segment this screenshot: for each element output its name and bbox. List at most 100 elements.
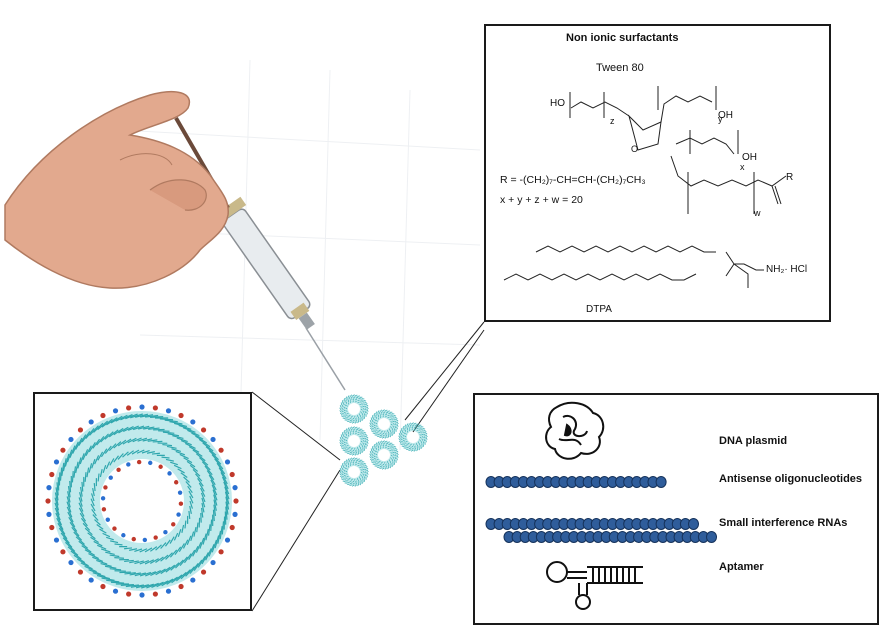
surfactant-chain [357,402,360,404]
surfactant-chain [55,512,63,526]
surfactant-chain [411,445,414,448]
surfactant-chain [405,432,407,435]
surfactant-chain [387,431,390,434]
surfactant-chain [376,413,378,416]
surfactant-chain [346,398,348,401]
surfactant-chain [358,461,361,463]
headgroup-outer [49,524,55,531]
surfactant-chain [110,581,125,584]
surfactant-chain [61,462,65,476]
surfactant-chain [80,517,88,527]
surfactant-chain [183,553,192,564]
surfactant-chain [396,424,399,427]
surfactant-chain [404,435,407,438]
surfactant-chain [340,434,342,438]
surfactant-chain [388,444,391,446]
surfactant-chain [393,446,397,448]
surfactant-chain [339,436,342,440]
surfactant-chain [379,409,382,412]
surfactant-chain [352,394,355,397]
surfactant-chain [213,499,217,511]
surfactant-chain [393,418,396,421]
surfactant-chain [75,536,85,545]
surfactant-chain [71,526,80,537]
surfactant-chain [385,446,387,449]
surfactant-chain [207,524,211,536]
surfactant-chain [385,415,387,418]
surfactant-chain [349,449,352,451]
surfactant-chain [155,556,164,564]
surfactant-chain [113,427,124,436]
surfactant-chain [360,474,362,477]
surfactant-chain [352,398,355,401]
antisense-oligo-icon [485,476,667,488]
surfactant-chain [151,581,164,589]
surfactant-chain [64,453,70,467]
surfactant-chain [355,417,357,420]
headgroup-outer [77,569,84,575]
surfactant-chain [425,432,428,435]
surfactant-chain [72,441,79,454]
headgroup-outer [126,591,132,597]
surfactant-chain [127,437,137,444]
surfactant-chain [357,483,360,487]
surfactant-chain [343,406,346,409]
surfactant-chain [345,459,347,463]
surfactant-chain [345,442,348,444]
surfactant-chain [108,429,119,438]
syringe-needle [305,327,346,391]
headgroup-outer [152,591,158,597]
formula-r: R = -(CH₂)₇-CH=CH-(CH₂)₇CH₃ [500,174,646,186]
surfactant-chain [350,398,352,401]
surfactant-chain [180,472,188,479]
surfactant-chain [341,436,344,440]
surfactant-chain [352,461,355,464]
headgroup-outer [49,471,55,478]
surfactant-chain [84,549,96,556]
surfactant-chain [352,430,355,433]
surfactant-chain [191,432,204,440]
surfactant-chain [201,552,209,565]
surfactant-chain [401,440,404,443]
surfactant-chain [354,453,357,456]
surfactant-chain [91,508,97,517]
surfactant-chain [162,431,175,434]
surfactant-chain [407,442,410,444]
surfactant-chain [394,417,398,419]
surfactant-chain [394,451,397,454]
surfactant-chain [87,532,96,540]
surfactant-chain [198,438,211,448]
surfactant-chain [75,461,79,474]
surfactant-chain [104,445,112,454]
surfactant-chain [412,424,415,427]
surfactant-chain [56,482,59,496]
surfactant-chain [66,501,72,513]
headgroup-outer [165,588,172,594]
surfactant-chain [362,401,365,403]
surfactant-chain [79,512,87,522]
surfactant-chain [391,428,393,431]
surfactant-chain [124,572,136,575]
surfactant-chain [117,453,124,460]
surfactant-chain [377,410,380,413]
surfactant-chain [92,572,106,578]
surfactant-chain [366,472,369,475]
micelle-detail-panel [33,392,252,611]
surfactant-chain [364,410,367,414]
headgroup-inner [101,507,107,512]
surfactant-chain [392,420,395,423]
surfactant-chain [360,438,363,440]
surfactant-chain [398,440,402,443]
surfactant-chain [392,416,395,418]
surfactant-chain [179,556,188,567]
surfactant-chain [360,480,362,483]
surfactant-chain [351,478,353,481]
surfactant-chain [225,501,229,515]
surfactant-chain [102,465,107,473]
surfactant-chain [363,463,367,465]
surfactant-chain [372,427,375,430]
surfactant-chain [114,543,123,546]
surfactant-chain [360,471,363,474]
surfactant-chain [414,426,417,429]
surfactant-chain [357,450,360,453]
